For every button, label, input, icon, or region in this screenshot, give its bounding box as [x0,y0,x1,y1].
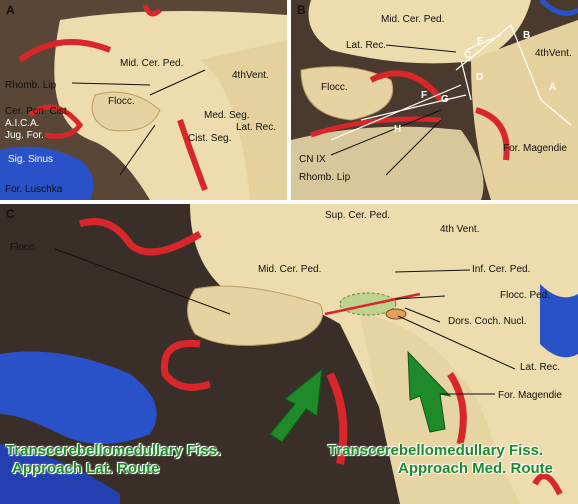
label-flocc: Flocc. [10,242,37,253]
label-lat-rec: Lat. Rec. [346,40,387,51]
label-lat-rec: Lat. Rec. [236,122,277,133]
measure-letter-b: B [523,30,531,41]
approach-med-line-1: Transcerebellomedullary Fiss. [328,442,544,459]
panel-a-letter: A [6,3,15,17]
label-flocc: Flocc. [108,96,135,107]
label-for-magendie: For. Magendie [503,143,567,154]
panel-a: A Mid. Cer. Ped. 4thVent. Rhomb. Lip Flo… [0,0,287,200]
label-cer-pon-cist: Cer. Pon. Cist. [5,106,70,117]
panel-b: B Mid. Cer. Ped. Lat. Rec. Flocc. 4thVen… [291,0,578,200]
label-lat-rec: Lat. Rec. [520,362,561,373]
measure-letter-f: F [421,90,428,101]
label-aica: A.I.C.A. [5,118,40,129]
measure-letter-a: A [549,82,557,93]
measure-letter-e: E [477,36,484,47]
label-flocc: Flocc. [321,82,348,93]
label-for-luschka: For. Luschka [5,184,63,195]
measure-letter-d: D [476,72,484,83]
panel-c: C Sup. Cer. Ped. 4th Vent. Flocc. Mid. C… [0,204,578,504]
approach-lat-line-2: Approach Lat. Route [12,460,160,477]
label-sup-cer-ped: Sup. Cer. Ped. [325,210,391,221]
label-cn-ix: CN IX [299,154,326,165]
panel-b-photo [291,0,578,200]
panel-a-photo [0,0,287,200]
measure-letter-c: C [464,50,472,61]
label-cist-seg: Cist. Seg. [188,133,232,144]
measure-letter-h: H [394,124,402,135]
approach-med-line-2: Approach Med. Route [398,460,554,477]
label-4th-vent: 4thVent. [232,70,269,81]
label-sig-sinus: Sig. Sinus [8,154,54,165]
label-jug-for: Jug. For. [5,130,44,141]
label-flocc-ped: Flocc. Ped. [500,290,551,301]
label-inf-cer-ped: Inf. Cer. Ped. [472,264,531,275]
label-rhomb-lip: Rhomb. Lip [299,172,351,183]
panel-c-letter: C [6,207,15,221]
label-4th-vent: 4thVent. [535,48,572,59]
label-for-magendie: For. Magendie [498,390,562,401]
approach-lat-line-1: Transcerebellomedullary Fiss. [6,442,222,459]
panel-b-letter: B [297,3,306,17]
label-rhomb-lip: Rhomb. Lip [5,80,57,91]
label-mid-cer-ped: Mid. Cer. Ped. [120,58,184,69]
label-mid-cer-ped: Mid. Cer. Ped. [381,14,445,25]
label-4th-vent: 4th Vent. [440,224,480,235]
measure-letter-g: G [441,94,449,105]
panel-c-photo [0,204,578,504]
label-mid-cer-ped: Mid. Cer. Ped. [258,264,322,275]
label-dors-coch-nucl: Dors. Coch. Nucl. [448,316,527,327]
label-med-seg: Med. Seg. [204,110,250,121]
